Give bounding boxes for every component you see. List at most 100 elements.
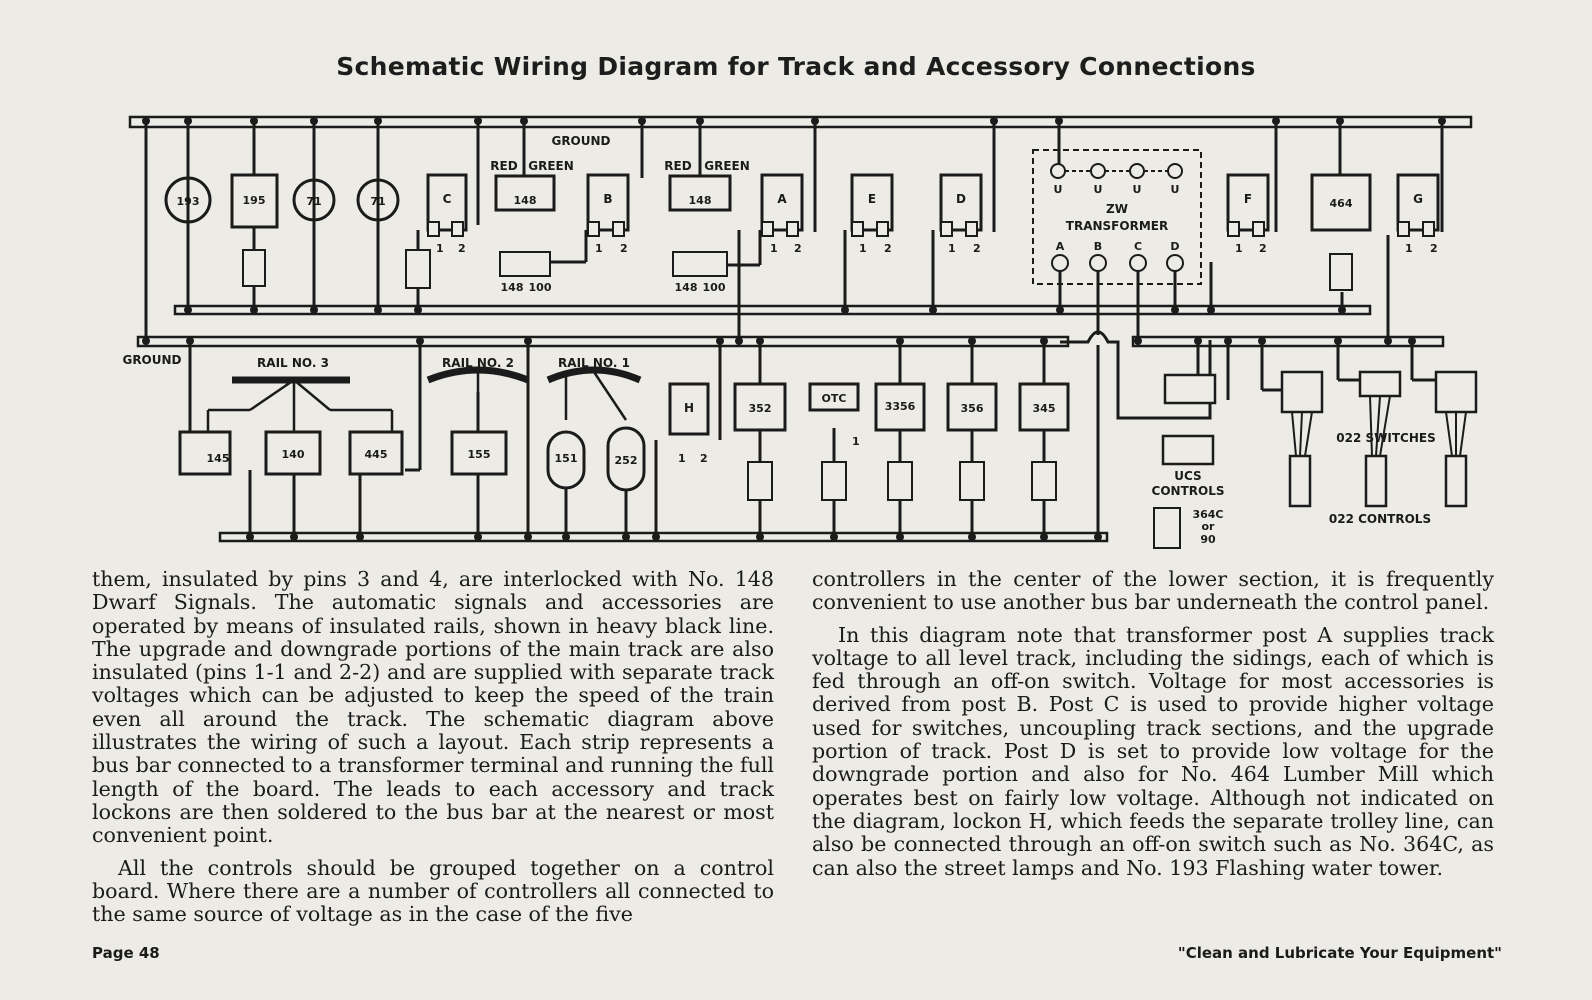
lamp-71-b-label: 71 — [370, 195, 385, 208]
lamp-71-a-label: 71 — [306, 195, 321, 208]
switch-90-label: 90 — [1200, 533, 1216, 546]
box-f — [1226, 173, 1270, 232]
pin-otc-1: 1 — [852, 435, 860, 448]
zw-transformer — [1032, 149, 1202, 285]
switch-022-leads — [1291, 395, 1467, 457]
pin-b-1: 1 — [595, 242, 603, 255]
post-u-3: U — [1133, 183, 1142, 196]
box-155-label: 155 — [468, 448, 491, 461]
box-195-label: 195 — [243, 194, 266, 207]
pin-e-1: 1 — [859, 242, 867, 255]
post-c-label: C — [1134, 240, 1142, 253]
box-d — [939, 173, 983, 232]
lamp-71-b — [356, 178, 400, 222]
wiring-diagram: GROUND GROUND RED GREEN RED GREEN 148 14… — [122, 115, 1478, 549]
box-464 — [1310, 173, 1372, 232]
red-label-b: RED — [664, 159, 691, 173]
switch-3356 — [887, 461, 913, 501]
red-label-a: RED — [490, 159, 517, 173]
box-a — [760, 173, 804, 232]
zw-label: ZW — [1106, 202, 1128, 216]
box-445 — [348, 430, 404, 476]
box-a-label: A — [777, 192, 787, 206]
pin-b-2: 2 — [620, 242, 628, 255]
box-b-label: B — [603, 192, 612, 206]
ucs-label: UCS — [1174, 469, 1201, 483]
pin-d-1: 1 — [948, 242, 956, 255]
box-352-label: 352 — [749, 402, 772, 415]
left-text-column: them, insulated by pins 3 and 4, are int… — [92, 567, 774, 927]
top-row-wires — [144, 122, 1444, 340]
pin-f-2: 2 — [1259, 242, 1267, 255]
ucs-track — [1163, 373, 1217, 405]
pin-a-1: 1 — [770, 242, 778, 255]
switch-c — [405, 249, 431, 289]
pin-a-2: 2 — [794, 242, 802, 255]
box-b — [586, 173, 630, 232]
box-otc — [808, 382, 860, 412]
left-paragraph-2: All the controls should be grouped toget… — [92, 855, 774, 927]
box-f-label: F — [1244, 192, 1252, 206]
box-3356-label: 3356 — [885, 400, 916, 413]
ground-bus-top — [128, 115, 1473, 129]
signal-148-b — [668, 174, 732, 212]
lockon-h — [668, 382, 710, 436]
box-464-label: 464 — [1330, 197, 1353, 210]
box-c-label: C — [443, 192, 452, 206]
pin-g-2: 2 — [1430, 242, 1438, 255]
box-356 — [946, 382, 998, 432]
switch-364c-label: 364C — [1192, 508, 1223, 521]
page-number: Page 48 — [92, 944, 160, 962]
switch-356 — [959, 461, 985, 501]
ucs-controls-label: CONTROLS — [1152, 484, 1225, 498]
rail-wires — [206, 370, 628, 432]
relay-b-148: 148 — [675, 281, 698, 294]
rail-no-1 — [546, 366, 642, 384]
rail-2-label: RAIL NO. 2 — [442, 356, 514, 370]
lockon-h-label: H — [684, 401, 694, 415]
lamp-151-label: 151 — [555, 452, 578, 465]
bus-bar-a-upper — [173, 304, 1372, 316]
box-345-label: 345 — [1033, 402, 1056, 415]
box-g — [1396, 173, 1440, 232]
pin-d-2: 2 — [973, 242, 981, 255]
box-d-label: D — [956, 192, 966, 206]
ground-bus-left — [136, 335, 1070, 348]
page-title: Schematic Wiring Diagram for Track and A… — [336, 52, 1256, 81]
post-u-4: U — [1171, 183, 1180, 196]
ground-label-top: GROUND — [551, 134, 610, 148]
transformer-posts — [1050, 163, 1184, 272]
ground-label-left: GROUND — [122, 353, 181, 367]
box-445-label: 445 — [365, 448, 388, 461]
switch-195 — [242, 249, 266, 287]
post-d-label: D — [1170, 240, 1179, 253]
box-356-label: 356 — [961, 402, 984, 415]
signal-148-a-label: 148 — [514, 194, 537, 207]
post-b-label: B — [1094, 240, 1102, 253]
box-140 — [264, 430, 322, 476]
lamp-252 — [606, 426, 646, 492]
switch-352 — [747, 461, 773, 501]
box-3356 — [874, 382, 926, 432]
post-u-1: U — [1054, 183, 1063, 196]
junction-dots — [142, 117, 1446, 541]
footer-slogan: "Clean and Lubricate Your Equipment" — [1177, 944, 1502, 962]
box-otc-label: OTC — [822, 392, 847, 405]
pin-c-1: 1 — [436, 242, 444, 255]
switch-364c — [1153, 507, 1181, 549]
switch-or-label: or — [1202, 520, 1216, 533]
box-145-label: 145 — [207, 452, 230, 465]
connector-pins — [427, 221, 1435, 237]
signal-148-b-label: 148 — [689, 194, 712, 207]
box-352 — [733, 382, 787, 432]
box-345 — [1018, 382, 1070, 432]
green-label-a: GREEN — [528, 159, 574, 173]
lamp-193-label: 193 — [177, 195, 200, 208]
bus-bar-b-lower — [218, 531, 1109, 543]
box-140-label: 140 — [282, 448, 305, 461]
switch-464 — [1329, 253, 1353, 291]
lamp-151 — [546, 430, 586, 490]
rail-1-label: RAIL NO. 1 — [558, 356, 630, 370]
ucs-control — [1161, 434, 1215, 466]
relay-b-100: 100 — [703, 281, 726, 294]
